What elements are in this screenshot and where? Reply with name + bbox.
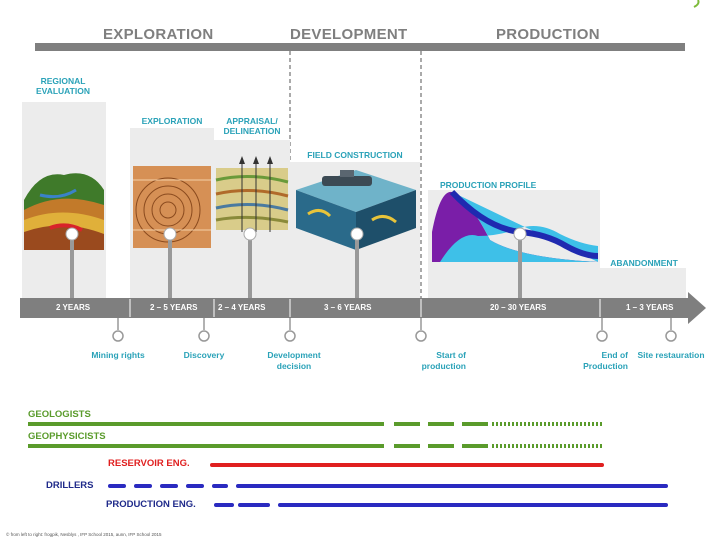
- phase-development: DEVELOPMENT: [290, 26, 408, 43]
- stage-field-construction-label: FIELD CONSTRUCTION: [307, 150, 403, 160]
- milestone-pins: [112, 318, 677, 342]
- duration-4: 3 – 6 YEARS: [324, 303, 372, 312]
- role-drillers-label: DRILLERS: [46, 480, 94, 491]
- role-geologists-label: GEOLOGISTS: [28, 409, 91, 420]
- stage-stems: [70, 236, 522, 300]
- phase-production: PRODUCTION: [496, 26, 600, 43]
- top-phase-bar: [35, 43, 685, 51]
- phase-exploration: EXPLORATION: [103, 26, 214, 43]
- regional-illustration: [24, 173, 104, 250]
- stage-regional-label: REGIONAL EVALUATION: [36, 76, 90, 96]
- role-production-label: PRODUCTION ENG.: [106, 499, 196, 510]
- milestone-development-decision: Development decision: [267, 350, 321, 371]
- role-geophysicists-label: GEOPHYSICISTS: [28, 431, 106, 442]
- stage-exploration-label: EXPLORATION: [141, 116, 203, 126]
- stage-production-profile-label: PRODUCTION PROFILE: [440, 180, 537, 190]
- milestone-discovery: Discovery: [183, 350, 225, 360]
- stage-appraisal-label: APPRAISAL/ DELINEATION: [223, 116, 281, 136]
- milestone-start-of-production: Start of production: [421, 350, 466, 371]
- image-credit: © from left to right: frogpik, Nesblys ,…: [6, 532, 162, 537]
- duration-1: 2 YEARS: [56, 303, 91, 312]
- duration-6: 1 – 3 YEARS: [626, 303, 674, 312]
- corner-accent: [693, 0, 700, 8]
- milestone-mining-rights: Mining rights: [91, 350, 145, 360]
- timeline-ticks: [129, 299, 601, 317]
- milestone-end-of-production: End of Production: [583, 350, 628, 371]
- field-construction-illustration: [296, 170, 416, 250]
- appraisal-illustration: [215, 156, 289, 232]
- duration-3: 2 – 4 YEARS: [218, 303, 266, 312]
- duration-2: 2 – 5 YEARS: [150, 303, 198, 312]
- timeline-arrow: [20, 292, 706, 324]
- duration-5: 20 – 30 YEARS: [490, 303, 547, 312]
- production-profile-illustration: [432, 189, 599, 262]
- milestone-site-restauration: Site restauration: [637, 350, 705, 360]
- stage-abandonment-label: ABANDONMENT: [610, 258, 678, 268]
- role-reservoir-label: RESERVOIR ENG.: [108, 458, 190, 469]
- stage-markers: [65, 227, 527, 241]
- panel-abandonment: [600, 268, 686, 298]
